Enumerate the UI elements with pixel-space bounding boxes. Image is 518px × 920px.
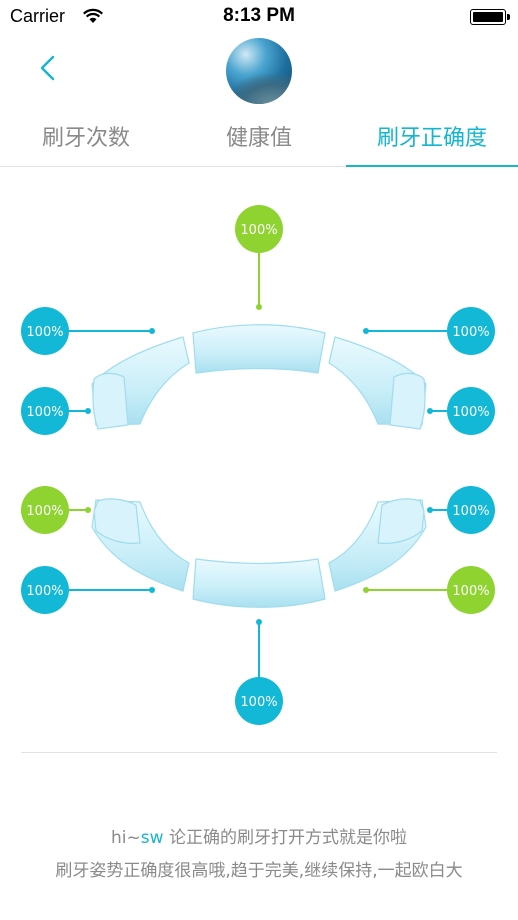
svg-text:100%: 100% xyxy=(452,504,489,519)
svg-text:100%: 100% xyxy=(26,504,63,519)
svg-text:100%: 100% xyxy=(26,584,63,599)
carrier-label: Carrier xyxy=(10,6,66,26)
tab-brush-accuracy[interactable]: 刷牙正确度 xyxy=(376,126,487,151)
tab-brush-count[interactable]: 刷牙次数 xyxy=(41,126,130,151)
marker-lower-left-back[interactable]: 100% xyxy=(21,566,69,614)
marker-lower-bottom[interactable]: 100% xyxy=(235,677,283,725)
back-chevron-icon[interactable] xyxy=(34,54,62,82)
tab-health-value[interactable]: 健康值 xyxy=(225,126,292,151)
greeting-prefix: hi~ xyxy=(111,828,141,848)
battery-icon xyxy=(470,9,510,25)
lower-teeth xyxy=(91,498,427,608)
svg-text:100%: 100% xyxy=(452,584,489,599)
tab-bar: 刷牙次数 健康值 刷牙正确度 xyxy=(0,108,518,167)
message-line-2: 刷牙姿势正确度很高哦,趋于完美,继续保持,一起欧白大 xyxy=(55,861,463,881)
marker-lower-right-back[interactable]: 100% xyxy=(447,566,495,614)
marker-lower-right-side[interactable]: 100% xyxy=(447,486,495,534)
marker-upper-left-side[interactable]: 100% xyxy=(21,387,69,435)
user-name: sw xyxy=(140,828,164,848)
svg-text:100%: 100% xyxy=(240,695,277,710)
active-tab-indicator xyxy=(346,165,518,167)
avatar[interactable] xyxy=(226,38,292,104)
message-line-1: hi~sw 论正确的刷牙打开方式就是你啦 xyxy=(0,823,518,848)
marker-upper-right-side[interactable]: 100% xyxy=(447,387,495,435)
svg-text:100%: 100% xyxy=(26,325,63,340)
wifi-icon xyxy=(82,8,104,28)
svg-text:100%: 100% xyxy=(452,325,489,340)
marker-upper-top[interactable]: 100% xyxy=(235,205,283,253)
teeth-accuracy-diagram: 100% 100% 100% 100% 100% 100% 100% 100% … xyxy=(21,205,495,725)
greeting-suffix: 论正确的刷牙打开方式就是你啦 xyxy=(163,828,407,848)
status-bar: Carrier 8:13 PM xyxy=(0,0,518,34)
clock-time: 8:13 PM xyxy=(223,5,295,26)
marker-upper-left-back[interactable]: 100% xyxy=(21,307,69,355)
connector-lines xyxy=(67,251,450,679)
upper-teeth xyxy=(91,324,427,430)
marker-upper-right-back[interactable]: 100% xyxy=(447,307,495,355)
svg-text:100%: 100% xyxy=(240,223,277,238)
divider xyxy=(21,752,497,753)
svg-text:100%: 100% xyxy=(26,405,63,420)
svg-text:100%: 100% xyxy=(452,405,489,420)
marker-lower-left-side[interactable]: 100% xyxy=(21,486,69,534)
